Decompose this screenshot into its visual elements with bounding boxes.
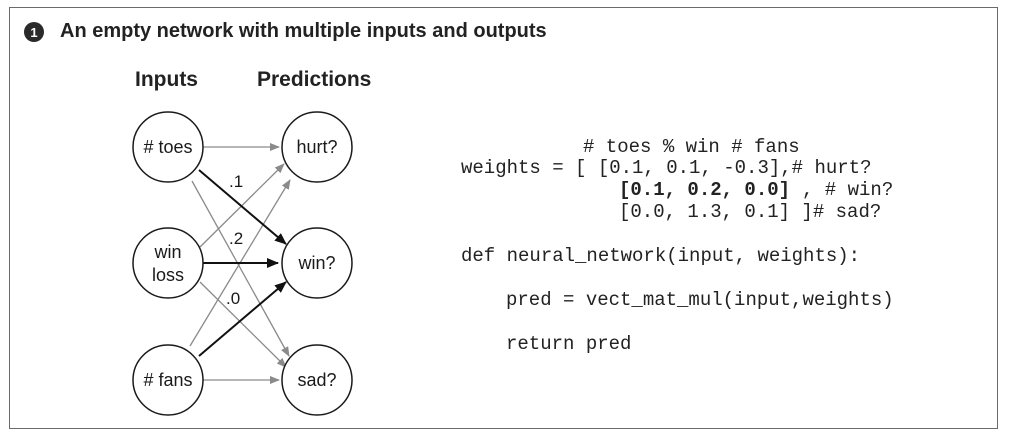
input-node-winloss-label-line2: loss [152, 265, 184, 285]
code-weights-line-1: weights = [ [0.1, 0.1, -0.3],# hurt? [461, 157, 872, 179]
input-node-fans [132, 344, 204, 416]
output-node-win-label: win? [297, 253, 335, 273]
input-node-winloss [132, 227, 204, 299]
edge-toes-sad [191, 180, 290, 357]
code-weights-line-2: [0.1, 0.2, 0.0] [619, 179, 791, 201]
input-node-toes-label: # toes [143, 137, 192, 157]
output-node-sad [281, 344, 353, 416]
step-number-badge: 1 [24, 22, 44, 42]
code-def-line: def neural_network(input, weights): [461, 245, 861, 267]
predictions-header: Predictions [257, 68, 372, 91]
weight-label-toes-win: .1 [229, 172, 243, 191]
code-weights-line-3: [0.0, 1.3, 0.1] ]# sad? [619, 201, 882, 223]
output-node-hurt [281, 111, 353, 183]
input-node-winloss-label-line1: win [153, 242, 181, 262]
edge-winloss-sad [199, 281, 287, 368]
figure-caption: An empty network with multiple inputs an… [60, 20, 547, 42]
output-node-win [281, 227, 353, 299]
input-node-toes [132, 111, 204, 183]
edge-toes-win [198, 169, 287, 245]
code-weights-line-2-comment: , # win? [802, 179, 894, 201]
output-node-sad-label: sad? [297, 370, 336, 390]
edge-fans-win [198, 281, 287, 357]
code-return-line: return pred [506, 333, 632, 355]
weight-label-winloss-win: .2 [229, 229, 243, 248]
code-column-comment: # toes % win # fans [583, 136, 800, 158]
inputs-header: Inputs [135, 68, 198, 91]
output-node-hurt-label: hurt? [296, 137, 337, 157]
weight-label-fans-win: .0 [226, 289, 240, 308]
figure-frame [9, 7, 998, 429]
code-pred-line: pred = vect_mat_mul(input,weights) [506, 289, 894, 311]
input-node-fans-label: # fans [143, 370, 192, 390]
